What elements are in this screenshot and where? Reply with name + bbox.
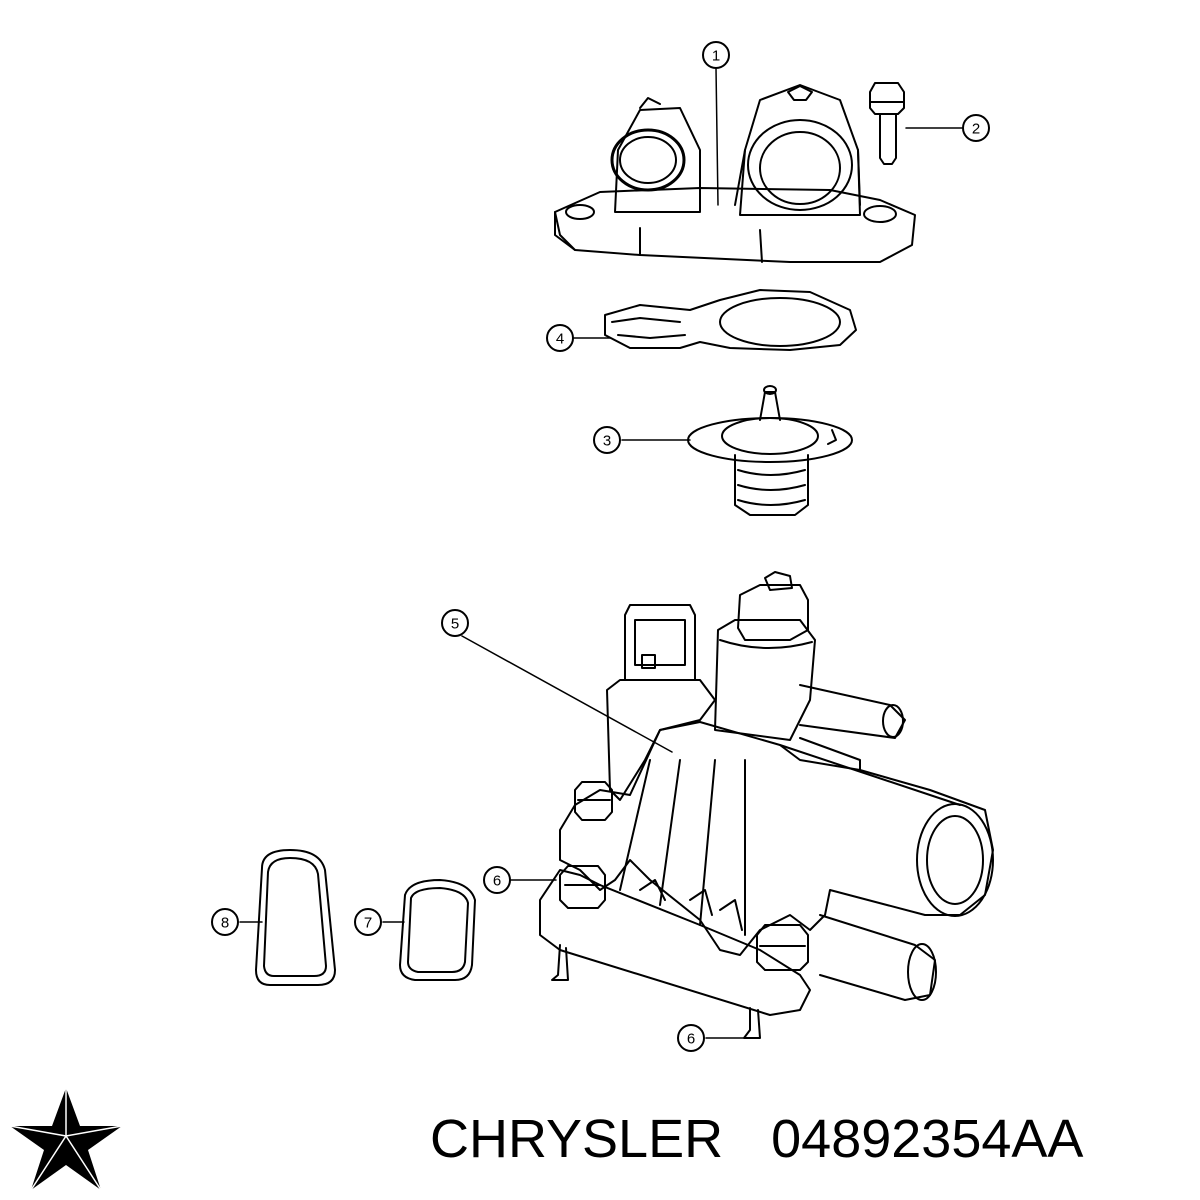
part-housing-cover xyxy=(554,84,916,263)
callout-label: 7 xyxy=(364,915,372,932)
callout-circle xyxy=(593,426,621,454)
part-gasket xyxy=(604,289,857,351)
callout-7: 8 xyxy=(211,908,239,936)
callout-label: 8 xyxy=(221,915,229,932)
callout-circle xyxy=(546,324,574,352)
callout-label: 4 xyxy=(556,331,564,348)
brand-name: CHRYSLER xyxy=(430,1109,724,1169)
callout-6: 6 xyxy=(483,866,511,894)
callout-circle xyxy=(441,609,469,637)
callout-5: 5 xyxy=(441,609,469,637)
part-caption: CHRYSLER 04892354AA xyxy=(430,1108,1190,1178)
callout-1: 1 xyxy=(702,41,730,69)
callout-label: 2 xyxy=(972,121,980,138)
callout-label: 5 xyxy=(451,616,459,633)
part-housing-assembly xyxy=(539,571,994,1039)
callout-label: 6 xyxy=(493,873,501,890)
callout-circle xyxy=(211,908,239,936)
callout-circle xyxy=(702,41,730,69)
part-seal-large xyxy=(255,849,336,986)
callout-label: 1 xyxy=(712,48,720,65)
callout-3: 4 xyxy=(546,324,574,352)
chrysler-pentastar-icon xyxy=(9,1088,123,1191)
callout-circle xyxy=(677,1024,705,1052)
part-thermostat xyxy=(687,385,853,516)
callout-label: 3 xyxy=(603,433,611,450)
part-seal-small xyxy=(399,879,476,981)
callout-circle xyxy=(962,114,990,142)
callout-9: 6 xyxy=(677,1024,705,1052)
callout-8: 7 xyxy=(354,908,382,936)
callout-4: 3 xyxy=(593,426,621,454)
callout-circle xyxy=(354,908,382,936)
callout-label: 6 xyxy=(687,1031,695,1048)
part-bolt xyxy=(869,82,905,165)
callout-circle xyxy=(483,866,511,894)
leader-lines xyxy=(239,67,965,1039)
part-number: 04892354AA xyxy=(771,1109,1084,1169)
callout-2: 2 xyxy=(962,114,990,142)
